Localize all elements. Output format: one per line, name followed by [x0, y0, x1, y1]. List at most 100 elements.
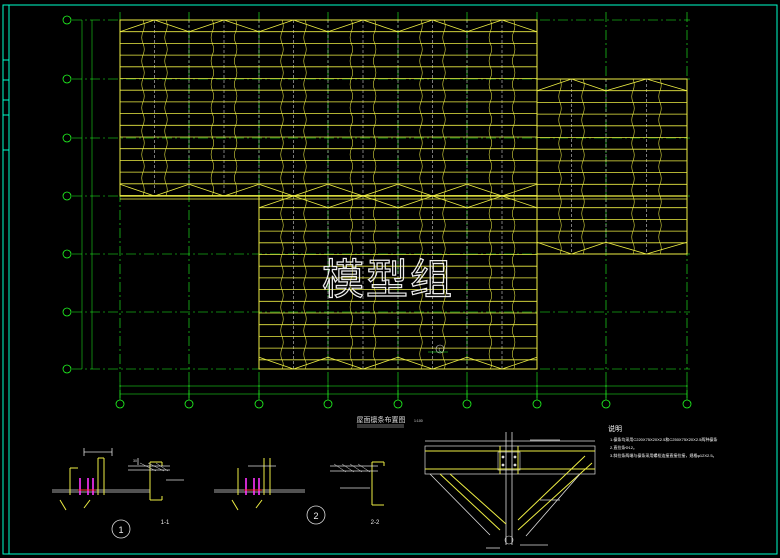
diagonal-tie: [188, 19, 225, 33]
diagonal-tie: [258, 19, 294, 33]
axis-bubble-row: [62, 307, 72, 317]
axis-bubble-row: [62, 133, 72, 143]
diagonal-tie: [501, 356, 538, 370]
detail-2-bubble: 2: [313, 511, 318, 521]
sag-rod: [442, 195, 446, 370]
diagonal-tie: [646, 241, 688, 255]
detail-2-label: 2-2: [371, 520, 380, 526]
callout-text: C: [439, 348, 442, 353]
drawing-frame: [2, 4, 778, 555]
diagonal-tie: [501, 183, 538, 197]
sag-rod: [512, 195, 516, 370]
diagonal-tie: [397, 356, 433, 370]
axis-bubble-row: [62, 74, 72, 84]
diagonal-tie: [571, 241, 607, 255]
diagonal-tie: [362, 19, 399, 33]
sag-rod: [280, 19, 284, 197]
diagonal-tie: [258, 195, 294, 209]
diagonal-tie: [223, 19, 260, 33]
diagonal-tie: [327, 356, 364, 370]
diagonal-tie: [293, 19, 329, 33]
diagonal-tie: [258, 183, 294, 197]
axis-bubble-col: [184, 399, 194, 409]
axis-bubble-col: [462, 399, 472, 409]
diagonal-tie: [119, 183, 155, 197]
sag-rod: [442, 19, 446, 197]
sag-rod: [349, 195, 353, 370]
plan-callout: C: [428, 344, 448, 354]
diagonal-tie: [293, 195, 329, 209]
diagonal-tie: [293, 183, 329, 197]
detail-3-bracing-node: [424, 432, 596, 549]
note-line-3: 3.斜拉条两端与檩条采用螺栓连接直接拉接，规格φ12X2.5。: [610, 452, 717, 458]
axis-bubble-row: [62, 249, 72, 259]
general-notes: 说明 1.檩条均采用C220X75X20X2.5和C250X75X20X2.5两…: [608, 424, 717, 458]
diagonal-tie: [501, 19, 538, 33]
axis-bubble-col: [115, 399, 125, 409]
plan-scale: 1:100: [414, 419, 423, 423]
diagonal-tie: [501, 195, 538, 209]
sag-rod: [419, 195, 423, 370]
sag-rod: [349, 19, 353, 197]
sag-rod: [164, 19, 168, 197]
detail-1-connection: 30 1 1-1: [52, 448, 184, 539]
sag-rod: [141, 19, 145, 197]
diagonal-tie: [258, 356, 294, 370]
diagonal-tie: [536, 78, 572, 92]
axis-bubble-row: [62, 364, 72, 374]
diagonal-tie: [536, 241, 572, 255]
diagonal-tie: [362, 183, 399, 197]
sag-rod: [488, 19, 492, 197]
axis-bubble-row: [62, 15, 72, 25]
axis-bubble-row: [62, 191, 72, 201]
diagonal-tie: [397, 195, 433, 209]
diagonal-tie: [605, 241, 647, 255]
diagonal-tie: [154, 19, 190, 33]
diagonal-tie: [466, 356, 503, 370]
diagonal-tie: [646, 78, 688, 92]
diagonal-tie: [466, 19, 503, 33]
sag-rod: [631, 78, 635, 255]
sag-rod: [280, 195, 284, 370]
diagonal-tie: [466, 195, 503, 209]
diagonal-tie: [223, 183, 260, 197]
detail-2-connection: 2 2-2: [214, 458, 385, 526]
note-line-2: 2.直拉条Φ12。: [610, 444, 637, 450]
sag-rod: [210, 19, 214, 197]
diagonal-tie: [327, 19, 364, 33]
diagonal-tie: [362, 195, 399, 209]
diagonal-tie: [432, 183, 468, 197]
diagonal-tie: [188, 183, 225, 197]
axis-bubble-col: [323, 399, 333, 409]
plan-purlin-layout: [119, 19, 688, 370]
axis-bubble-col: [254, 399, 264, 409]
diagonal-tie: [605, 78, 647, 92]
sag-rod: [488, 195, 492, 370]
detail-1-label: 1-1: [161, 520, 170, 526]
sag-rod: [373, 195, 377, 370]
diagonal-tie: [432, 195, 468, 209]
diagonal-tie: [397, 19, 433, 33]
axis-bubble-col: [393, 399, 403, 409]
plan-title-block: 屋面檩条布置图 1:100: [357, 415, 423, 428]
diagonal-tie: [293, 356, 329, 370]
sag-rod: [234, 19, 238, 197]
sag-rod: [373, 19, 377, 197]
diagonal-tie: [466, 183, 503, 197]
diagonal-tie: [432, 19, 468, 33]
notes-heading: 说明: [608, 424, 622, 433]
diagonal-tie: [432, 356, 468, 370]
diagonal-tie: [154, 183, 190, 197]
roof-boundary: [536, 78, 688, 255]
diagonal-tie: [362, 356, 399, 370]
diagonal-tie: [119, 19, 155, 33]
detail-1-dim-30: 30: [133, 459, 137, 463]
axis-bubble-col: [682, 399, 692, 409]
watermark: 模型组: [322, 255, 454, 304]
diagonal-tie: [327, 183, 364, 197]
plan-dimension-chain: [119, 382, 688, 398]
sag-rod: [558, 78, 562, 255]
diagonal-tie: [327, 195, 364, 209]
